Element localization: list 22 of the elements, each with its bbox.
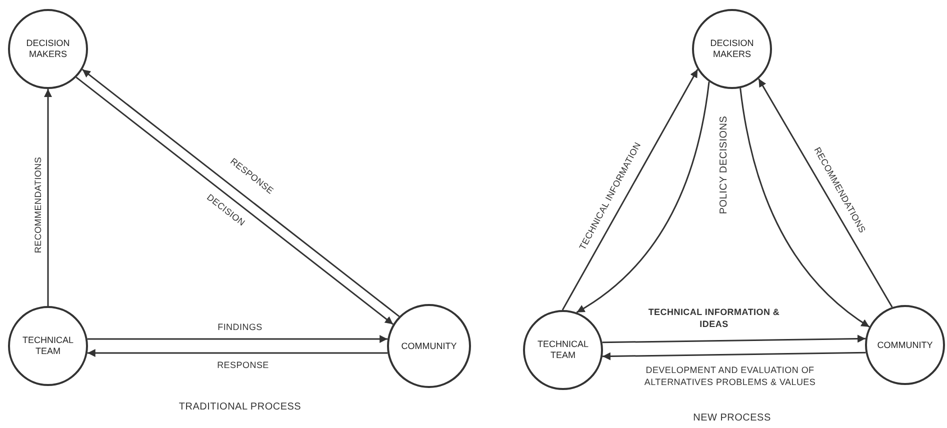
arrow xyxy=(758,78,893,308)
node-label: COMMUNITY xyxy=(400,340,458,352)
edge-label: FINDINGS xyxy=(218,321,262,333)
edge-label: RECOMMENDATIONS xyxy=(32,156,44,254)
node-label: TECHNICAL TEAM xyxy=(536,339,590,361)
node-label: TECHNICAL TEAM xyxy=(21,335,74,357)
arrow xyxy=(602,352,866,360)
diagram-caption: TRADITIONAL PROCESS xyxy=(178,400,302,414)
arrow xyxy=(602,334,866,344)
node-label: DECISION MAKERS xyxy=(25,38,71,60)
edge-label: TECHNICAL INFORMATION & IDEAS xyxy=(647,306,781,330)
axis-label: POLICY DECISIONS xyxy=(718,116,730,214)
arrow xyxy=(87,335,388,343)
edge-label: RESPONSE xyxy=(217,359,269,371)
arrow xyxy=(562,69,698,310)
diagram-caption: NEW PROCESS xyxy=(693,412,771,426)
node-label: COMMUNITY xyxy=(876,340,934,350)
arrow xyxy=(87,349,388,357)
arrow xyxy=(44,89,52,306)
node-label: DECISION MAKERS xyxy=(709,38,755,60)
arrow xyxy=(740,88,870,328)
edge-label: DEVELOPMENT AND EVALUATION OF ALTERNATIVES PROBLEMS & VALUES xyxy=(643,364,817,388)
